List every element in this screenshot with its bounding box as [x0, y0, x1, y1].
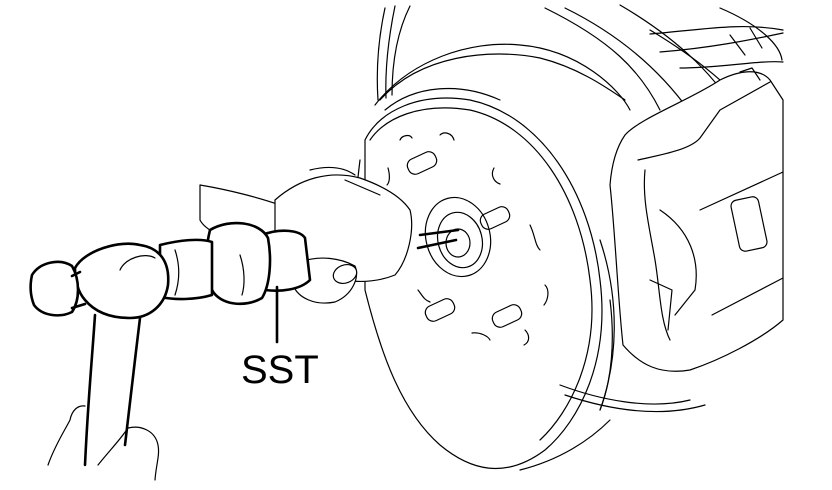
suspension-arcs [376, 4, 784, 121]
brake-caliper [609, 67, 784, 372]
lug-studs [406, 151, 523, 328]
sst-label: SST [241, 348, 319, 392]
brake-disc [354, 43, 631, 471]
disc-slots [386, 132, 549, 346]
hub-center [416, 196, 492, 278]
lower-arcs [559, 384, 706, 413]
hammer [29, 221, 312, 467]
hand [47, 405, 160, 481]
